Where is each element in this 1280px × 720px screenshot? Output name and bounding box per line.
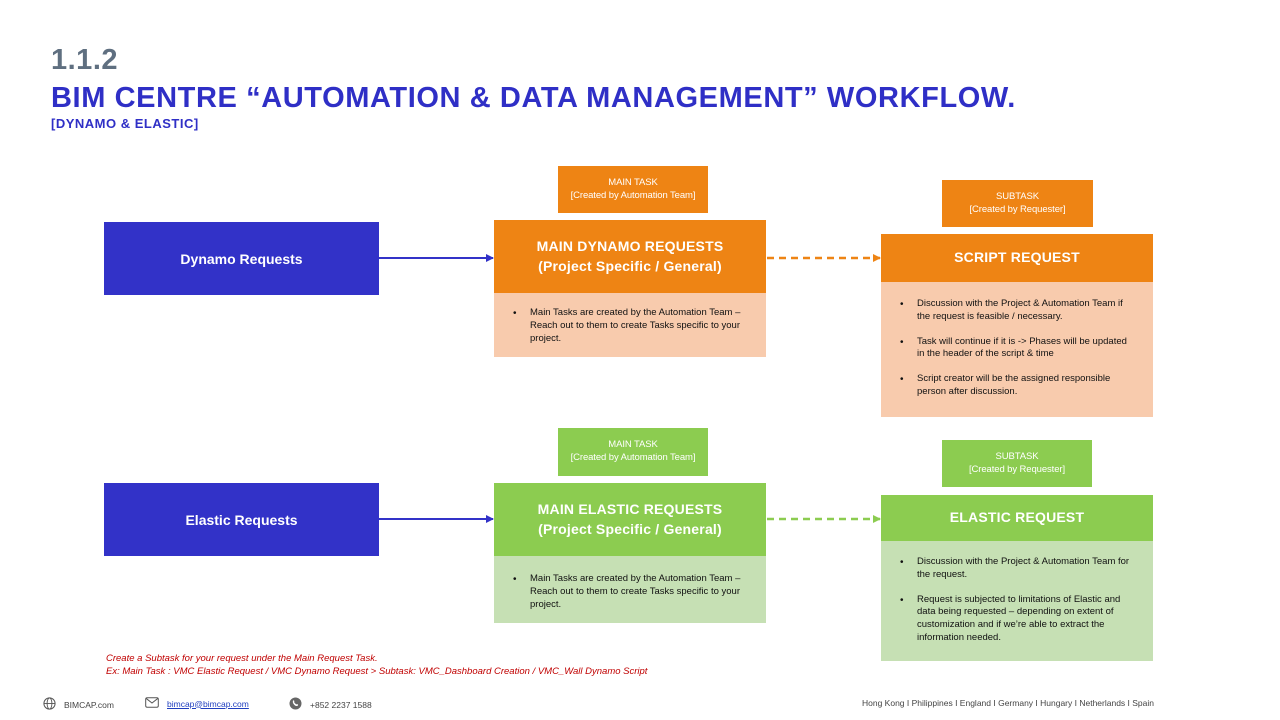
elastic-requests-box: Elastic Requests [104, 483, 379, 556]
elastic-request-body: Discussion with the Project & Automation… [881, 541, 1153, 661]
footer-email-link[interactable]: bimcap@bimcap.com [167, 698, 249, 709]
main-elastic-requests-title: MAIN ELASTIC REQUESTS [537, 500, 723, 517]
dynamo-main-task-tag-note: [Created by Automation Team] [570, 189, 696, 201]
footer-locations: Hong Kong I Philippines I England I Germ… [862, 698, 1155, 708]
elastic-request-header: ELASTIC REQUEST [881, 495, 1153, 541]
mail-icon [145, 697, 159, 710]
elastic-subtask-tag-note: [Created by Requester] [968, 463, 1066, 475]
dynamo-main-task-tag: MAIN TASK [Created by Automation Team] [558, 166, 708, 213]
main-elastic-bullet: Main Tasks are created by the Automation… [513, 573, 746, 611]
phone-icon [289, 697, 302, 712]
globe-icon [43, 697, 56, 712]
elastic-main-task-tag-note: [Created by Automation Team] [570, 452, 696, 463]
main-dynamo-requests-body: Main Tasks are created by the Automation… [494, 293, 766, 357]
dynamo-subtask-tag: SUBTASK [Created by Requester] [942, 180, 1093, 227]
elastic-subtask-tag: SUBTASK [Created by Requester] [942, 440, 1092, 487]
elastic-subtask-tag-title: SUBTASK [995, 450, 1039, 462]
page-title: BIM CENTRE “AUTOMATION & DATA MANAGEMENT… [51, 82, 1016, 114]
dynamo-requests-label: Dynamo Requests [180, 250, 303, 267]
script-request-bullet: Script creator will be the assigned resp… [900, 373, 1135, 399]
main-dynamo-requests-scope: (Project Specific / General) [538, 257, 722, 274]
script-request-header: SCRIPT REQUEST [881, 234, 1153, 282]
main-elastic-requests-scope: (Project Specific / General) [538, 520, 722, 537]
elastic-requests-label: Elastic Requests [185, 511, 298, 528]
script-request-body: Discussion with the Project & Automation… [881, 282, 1153, 417]
page-subtitle: [DYNAMO & ELASTIC] [51, 116, 199, 131]
script-request-bullet: Task will continue if it is -> Phases wi… [900, 336, 1135, 362]
main-dynamo-requests-title: MAIN DYNAMO REQUESTS [536, 237, 724, 254]
elastic-main-task-tag: MAIN TASK [Created by Automation Team] [558, 428, 708, 476]
footer-email: bimcap@bimcap.com [145, 697, 249, 710]
elastic-main-task-tag-title: MAIN TASK [608, 439, 658, 451]
footer-phone: +852 2237 1588 [289, 697, 372, 712]
subtask-note-line1: Create a Subtask for your request under … [106, 653, 378, 664]
footer-phone-text: +852 2237 1588 [310, 699, 372, 710]
main-dynamo-requests-header: MAIN DYNAMO REQUESTS (Project Specific /… [494, 220, 766, 293]
elastic-request-bullet: Request is subjected to limitations of E… [900, 594, 1135, 645]
footer-website-text[interactable]: BIMCAP.com [64, 699, 114, 710]
dynamo-main-task-tag-title: MAIN TASK [608, 176, 658, 188]
subtask-note-line2: Ex: Main Task : VMC Elastic Request / VM… [106, 666, 648, 677]
dynamo-subtask-tag-title: SUBTASK [996, 190, 1039, 202]
main-dynamo-bullet: Main Tasks are created by the Automation… [513, 307, 746, 345]
script-request-bullet: Discussion with the Project & Automation… [900, 298, 1135, 324]
footer-website: BIMCAP.com [43, 697, 114, 712]
main-elastic-requests-header: MAIN ELASTIC REQUESTS (Project Specific … [494, 483, 766, 556]
main-elastic-requests-body: Main Tasks are created by the Automation… [494, 556, 766, 623]
dynamo-subtask-tag-note: [Created by Requester] [969, 203, 1066, 215]
elastic-request-title: ELASTIC REQUEST [949, 509, 1085, 526]
dynamo-requests-box: Dynamo Requests [104, 222, 379, 295]
elastic-request-bullet: Discussion with the Project & Automation… [900, 556, 1135, 582]
section-number: 1.1.2 [51, 44, 118, 76]
script-request-title: SCRIPT REQUEST [954, 249, 1080, 266]
